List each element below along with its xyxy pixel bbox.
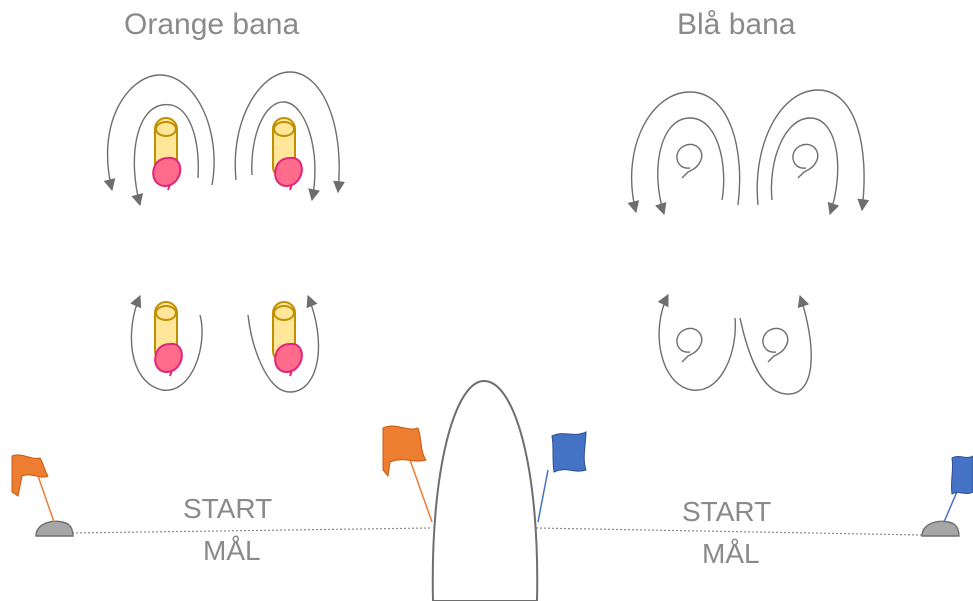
blue-lower-right-rounding-path xyxy=(739,294,812,395)
orange-mark-lower-left xyxy=(154,301,183,377)
orange-lower-left-rounding-path xyxy=(130,294,203,391)
orange-mark-upper-left xyxy=(152,117,182,191)
start-label-right: START xyxy=(682,496,772,527)
start-label-left: START xyxy=(183,493,273,524)
start-finish-line-left xyxy=(71,527,433,534)
orange-flag-buoy xyxy=(11,454,55,523)
orange-upper-left-rounding-path xyxy=(103,74,215,207)
blue-flag-buoy xyxy=(943,455,973,523)
buoy-right xyxy=(921,520,960,537)
blue-course-title: Blå bana xyxy=(677,8,796,41)
orange-mark-lower-right xyxy=(272,301,303,377)
orange-mark-upper-right xyxy=(272,117,303,191)
finish-label-left: MÅL xyxy=(203,535,261,566)
orange-lower-right-rounding-path xyxy=(247,294,320,393)
orange-upper-right-rounding-path xyxy=(234,71,346,202)
start-finish-line-right xyxy=(535,527,923,536)
blue-rounding-loop-upper-left xyxy=(676,143,703,179)
blue-upper-left-rounding-path xyxy=(627,91,741,216)
committee-boat xyxy=(431,379,539,601)
finish-label-right: MÅL xyxy=(702,538,760,569)
blue-rounding-loop-lower-right xyxy=(762,327,789,363)
blue-rounding-loop-lower-left xyxy=(676,327,703,363)
blue-upper-right-rounding-path xyxy=(756,89,870,216)
orange-flag-boat xyxy=(382,425,433,523)
blue-lower-left-rounding-path xyxy=(657,293,737,391)
buoy-left xyxy=(35,520,74,537)
orange-course-title: Orange bana xyxy=(124,8,300,41)
blue-rounding-loop-upper-right xyxy=(792,143,819,179)
blue-flag-boat xyxy=(537,431,587,523)
